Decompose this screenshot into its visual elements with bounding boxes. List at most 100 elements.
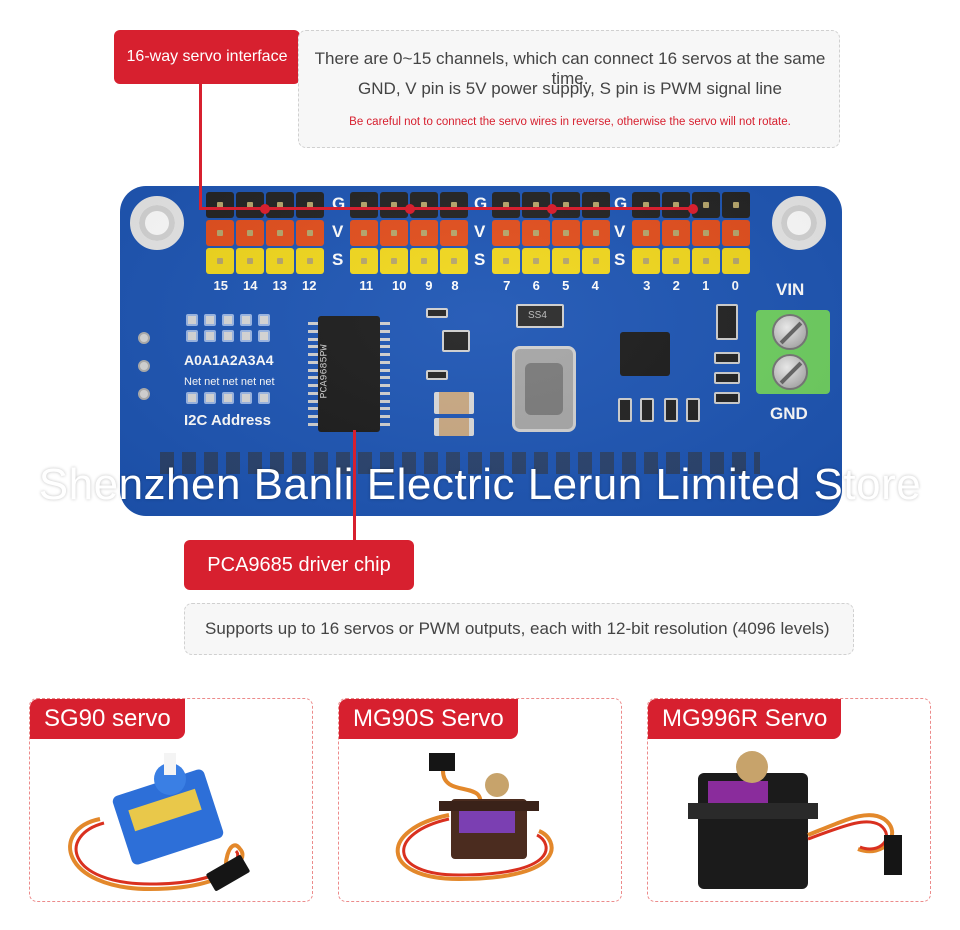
- resistor-icon: [714, 392, 740, 404]
- channel-number: 12: [302, 278, 317, 293]
- servo-card-label: SG90 servo: [30, 699, 185, 739]
- channel-number: 2: [672, 278, 680, 293]
- address-pads-bottom: [186, 330, 270, 342]
- servo-card-sg90: SG90 servo: [29, 698, 313, 902]
- channel-number: 1: [702, 278, 710, 293]
- leader-dot-icon: [547, 204, 557, 214]
- diode-icon: SS4: [516, 304, 564, 328]
- resistor-icon: [426, 370, 448, 380]
- gnd-label: GND: [770, 404, 808, 423]
- io-pin-hole-icon: [138, 360, 150, 372]
- capacitor-icon: [716, 304, 738, 340]
- channel-number: 4: [591, 278, 599, 293]
- chip-legs-right: [380, 322, 390, 426]
- channel-number: 3: [643, 278, 651, 293]
- leader-line: [353, 430, 356, 540]
- leader-dot-icon: [260, 204, 270, 214]
- ground-row-label: G: [332, 194, 346, 213]
- servo-driver-board: G V S G V S G V S 15 14 13 12 11 10 9 8 …: [120, 186, 842, 516]
- channel-count-text: There are 0~15 channels, which can conne…: [314, 49, 826, 88]
- channel-number: 8: [451, 278, 459, 293]
- address-pads-top: [186, 314, 270, 326]
- screw-icon: [772, 354, 808, 390]
- capacitor-icon: [434, 418, 474, 436]
- io-pin-hole-icon: [138, 388, 150, 400]
- resistor-icon: [640, 398, 654, 422]
- resistor-icon: [426, 308, 448, 318]
- driver-chip-note: Supports up to 16 servos or PWM outputs,…: [184, 603, 854, 655]
- resolution-text: Supports up to 16 servos or PWM outputs,…: [205, 619, 830, 638]
- net-pads: [186, 392, 270, 404]
- resistor-icon: [618, 398, 632, 422]
- servo-card-mg90s: MG90S Servo: [338, 698, 622, 902]
- servo-card-label: MG996R Servo: [648, 699, 842, 739]
- channel-numbers-3-0: 3 2 1 0: [632, 278, 750, 293]
- chip-marking: PCA9685PW: [319, 344, 331, 399]
- channel-number: 7: [503, 278, 511, 293]
- signal-row-label: S: [614, 250, 626, 269]
- signal-row-label: S: [474, 250, 486, 269]
- power-row-label: V: [474, 222, 486, 241]
- diode-marking: SS4: [528, 310, 547, 321]
- address-pin-labels: A0A1A2A3A4: [184, 352, 274, 368]
- channel-number: 11: [359, 278, 374, 293]
- leader-line: [199, 84, 202, 210]
- chip-legs-left: [308, 322, 318, 426]
- channel-number: 13: [272, 278, 287, 293]
- servo-interface-tag-text: 16-way servo interface: [126, 48, 288, 65]
- voltage-regulator-chip: [620, 332, 670, 376]
- ground-row-label: G: [614, 194, 628, 213]
- power-row-label: V: [332, 222, 344, 241]
- mounting-hole-icon: [772, 196, 826, 250]
- resistor-icon: [714, 352, 740, 364]
- channel-group-15-12: [206, 192, 324, 274]
- servo-card-mg996r: MG996R Servo: [647, 698, 931, 902]
- channel-number: 15: [213, 278, 228, 293]
- i2c-address-label: I2C Address: [184, 412, 271, 429]
- leader-dot-icon: [688, 204, 698, 214]
- mounting-hole-icon: [130, 196, 184, 250]
- vin-label: VIN: [776, 280, 805, 299]
- metal-gear-micro-servo-icon: [395, 753, 554, 882]
- channel-group-11-8: [350, 192, 468, 274]
- power-row-label: V: [614, 222, 626, 241]
- servo-card-label: MG90S Servo: [339, 699, 518, 739]
- net-labels: Net net net net net: [184, 376, 275, 388]
- store-watermark: Shenzhen Banli Electric Lerun Limited St…: [38, 460, 922, 509]
- channel-number: 0: [731, 278, 739, 293]
- power-terminal-block: [756, 310, 830, 394]
- io-pin-hole-icon: [138, 332, 150, 344]
- capacitor-icon: [434, 392, 474, 414]
- screw-icon: [772, 314, 808, 350]
- channel-number: 10: [391, 278, 407, 293]
- leader-line: [199, 207, 694, 210]
- resistor-icon: [686, 398, 700, 422]
- standard-servo-icon: [688, 751, 902, 889]
- channel-group-7-4: [492, 192, 610, 274]
- inductor-icon: [512, 346, 576, 432]
- channel-numbers-7-4: 7 6 5 4: [492, 278, 610, 293]
- channel-numbers-15-12: 15 14 13 12: [206, 278, 324, 293]
- resistor-icon: [714, 372, 740, 384]
- blue-micro-servo-icon: [68, 753, 250, 892]
- transistor-icon: [442, 330, 470, 352]
- channel-number: 9: [425, 278, 433, 293]
- driver-chip-tag-text: PCA9685 driver chip: [207, 553, 391, 576]
- channel-number: 6: [532, 278, 540, 293]
- resistor-icon: [664, 398, 678, 422]
- channel-group-3-0: [632, 192, 750, 274]
- channel-numbers-11-8: 11 10 9 8: [350, 278, 468, 293]
- signal-row-label: S: [332, 250, 344, 269]
- channel-number: 14: [243, 278, 258, 293]
- leader-dot-icon: [405, 204, 415, 214]
- pca9685-chip: PCA9685PW: [318, 316, 380, 432]
- driver-chip-tag: PCA9685 driver chip: [184, 540, 414, 590]
- wiring-warning-text: Be careful not to connect the servo wire…: [349, 116, 791, 128]
- servo-interface-tag: 16-way servo interface: [114, 30, 300, 84]
- servo-interface-note: There are 0~15 channels, which can conne…: [298, 30, 840, 148]
- channel-number: 5: [562, 278, 570, 293]
- ground-row-label: G: [474, 194, 488, 213]
- gpio-header-strip: [160, 452, 760, 474]
- pin-function-text: GND, V pin is 5V power supply, S pin is …: [358, 79, 782, 98]
